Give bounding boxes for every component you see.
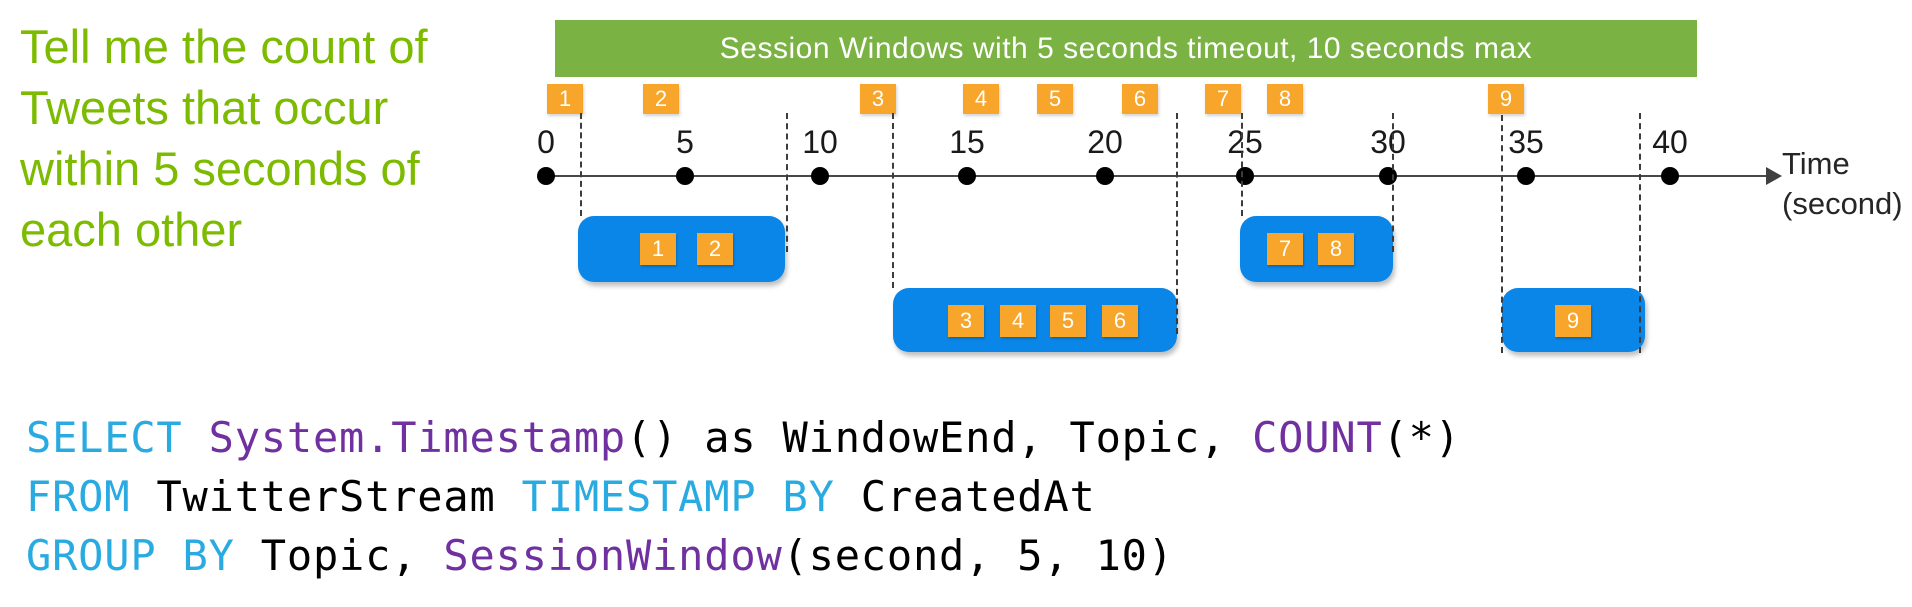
timeline-tick-label: 10 xyxy=(802,124,838,160)
event-marker: 8 xyxy=(1267,84,1303,114)
timeline-tick-dot xyxy=(1379,167,1397,185)
timeline-unit-label-line2: (second) xyxy=(1782,186,1903,221)
timeline-tick-label: 25 xyxy=(1227,124,1263,160)
timeline-tick-label: 0 xyxy=(537,124,555,160)
event-marker: 5 xyxy=(1037,84,1073,114)
window-boundary-dashed-line xyxy=(1392,113,1394,252)
timeline-tick-dot xyxy=(811,167,829,185)
timeline-tick-dot xyxy=(1517,167,1535,185)
sql-token-kw: GROUP BY xyxy=(26,531,235,580)
window-event-chip: 7 xyxy=(1267,233,1303,265)
session-window-4: 9 xyxy=(1502,288,1645,352)
window-boundary-dashed-line xyxy=(892,113,894,288)
sql-code-line: FROM TwitterStream TIMESTAMP BY CreatedA… xyxy=(26,467,1461,526)
sql-query-code: SELECT System.Timestamp() as WindowEnd, … xyxy=(26,408,1461,585)
event-marker: 4 xyxy=(963,84,999,114)
timeline-tick-label: 15 xyxy=(949,124,985,160)
window-event-chip: 1 xyxy=(640,233,676,265)
timeline-unit-label-line1: Time xyxy=(1782,146,1850,181)
timeline-tick-dot xyxy=(537,167,555,185)
timeline-tick-label: 40 xyxy=(1652,124,1688,160)
timeline-tick-label: 20 xyxy=(1087,124,1123,160)
query-description-line: each other xyxy=(20,203,243,256)
sql-token-pl xyxy=(183,413,209,462)
window-boundary-dashed-line xyxy=(1501,115,1503,353)
timeline-tick-dot xyxy=(676,167,694,185)
event-marker: 3 xyxy=(860,84,896,114)
event-marker: 1 xyxy=(547,84,583,114)
sql-token-fn: System.Timestamp xyxy=(208,413,627,462)
window-event-chip: 9 xyxy=(1555,305,1591,337)
event-marker: 2 xyxy=(643,84,679,114)
timeline-tick-dot xyxy=(1096,167,1114,185)
timeline-tick-dot xyxy=(1661,167,1679,185)
sql-code-line: SELECT System.Timestamp() as WindowEnd, … xyxy=(26,408,1461,467)
window-boundary-dashed-line xyxy=(1639,113,1641,353)
sql-token-fn: COUNT xyxy=(1252,413,1383,462)
window-event-chip: 2 xyxy=(697,233,733,265)
timeline-tick-label: 35 xyxy=(1508,124,1544,160)
sql-code-line: GROUP BY Topic, SessionWindow(second, 5,… xyxy=(26,526,1461,585)
timeline-tick-dot xyxy=(958,167,976,185)
sql-token-pl: (*) xyxy=(1382,413,1461,462)
sql-token-fn: SessionWindow xyxy=(443,531,783,580)
sql-token-pl: Topic, xyxy=(234,531,444,580)
timeline-axis xyxy=(540,175,1766,177)
window-boundary-dashed-line xyxy=(1241,113,1243,216)
sql-token-pl: TwitterStream xyxy=(130,472,522,521)
window-boundary-dashed-line xyxy=(1176,113,1178,334)
query-description: Tell me the count of Tweets that occur wit… xyxy=(20,16,428,260)
sql-token-pl: (second, 5, 10) xyxy=(782,531,1174,580)
window-event-chip: 4 xyxy=(1000,305,1036,337)
timeline-tick-label: 5 xyxy=(676,124,694,160)
timeline-tick-label: 30 xyxy=(1370,124,1406,160)
sql-token-kw: TIMESTAMP BY xyxy=(521,472,835,521)
sql-token-kw: SELECT xyxy=(26,413,183,462)
window-event-chip: 8 xyxy=(1318,233,1354,265)
query-description-line: Tweets that occur xyxy=(20,81,389,134)
window-boundary-dashed-line xyxy=(786,113,788,252)
window-event-chip: 3 xyxy=(948,305,984,337)
event-marker: 7 xyxy=(1205,84,1241,114)
session-window-banner: Session Windows with 5 seconds timeout, … xyxy=(555,20,1697,77)
timeline-tick-dot xyxy=(1236,167,1254,185)
query-description-line: within 5 seconds of xyxy=(20,142,420,195)
timeline-arrow-icon xyxy=(1766,167,1782,185)
sql-token-kw: FROM xyxy=(26,472,131,521)
sql-token-pl: CreatedAt xyxy=(834,472,1096,521)
session-window-banner-title: Session Windows with 5 seconds timeout, … xyxy=(719,31,1533,65)
event-marker: 6 xyxy=(1122,84,1158,114)
event-marker: 9 xyxy=(1488,84,1524,114)
sql-token-pl: () as WindowEnd, Topic, xyxy=(626,413,1253,462)
query-description-line: Tell me the count of xyxy=(20,20,428,73)
window-boundary-dashed-line xyxy=(580,113,582,216)
timeline-unit-label: Time (second) xyxy=(1782,144,1903,224)
window-event-chip: 5 xyxy=(1050,305,1086,337)
window-event-chip: 6 xyxy=(1102,305,1138,337)
